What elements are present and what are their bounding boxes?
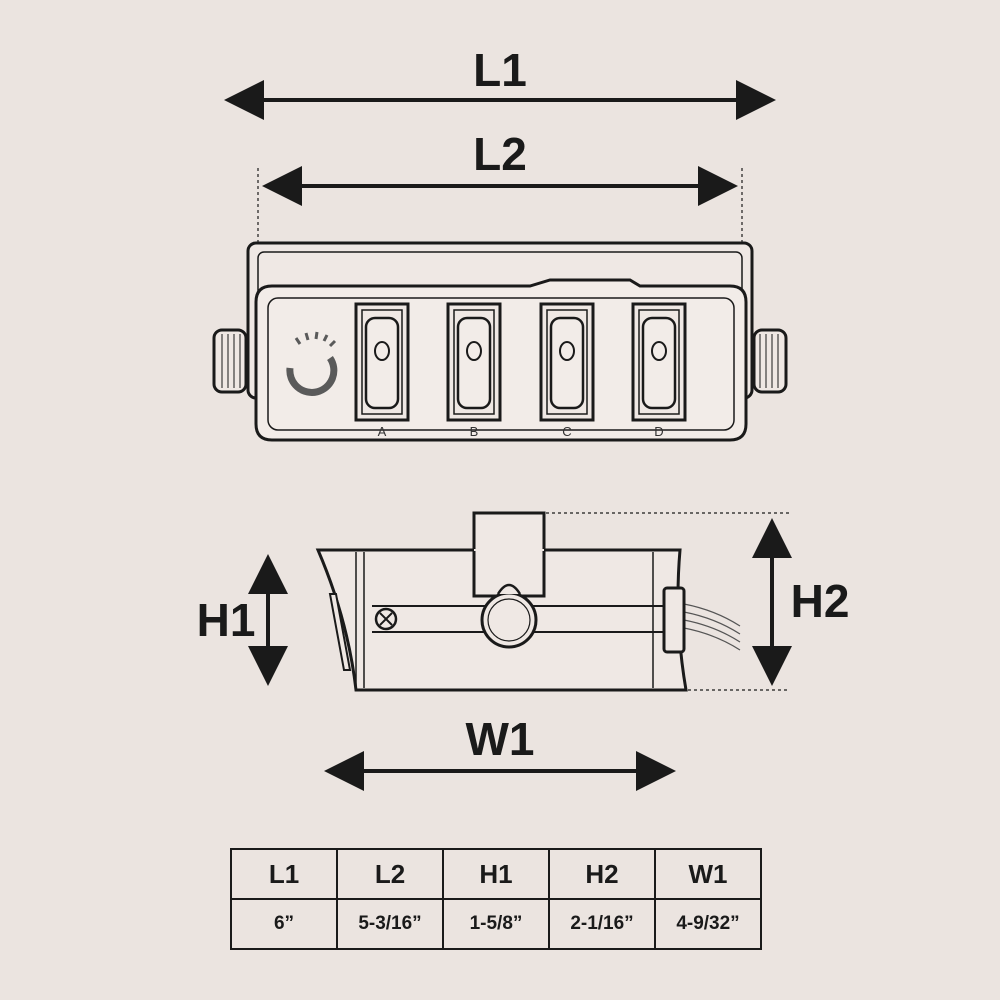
dimension-label-l1: L1 xyxy=(473,44,527,96)
table-header-cell: H1 xyxy=(442,848,550,900)
dimension-label-h1: H1 xyxy=(197,594,256,646)
switch-label-a: A xyxy=(378,424,387,439)
rocker-switch-a[interactable]: A xyxy=(354,302,410,439)
table-header-cell: H2 xyxy=(548,848,656,900)
switch-panel-front-view: A B C D xyxy=(212,241,788,442)
mount-knob-side-icon xyxy=(480,583,538,649)
rocker-switch-b[interactable]: B xyxy=(446,302,502,439)
rocker-switch-d[interactable]: D xyxy=(631,302,687,439)
dimensions-table: L1 L2 H1 H2 W1 6” 5-3/16” 1-5/8” 2-1/16”… xyxy=(230,848,762,950)
table-header-cell: L1 xyxy=(230,848,338,900)
dimension-label-w1: W1 xyxy=(466,713,535,765)
switch-label-d: D xyxy=(654,424,663,439)
dimension-h2: H2 xyxy=(752,518,850,686)
table-cell: 5-3/16” xyxy=(336,898,444,950)
dimension-w1: W1 xyxy=(324,713,676,791)
connector-block xyxy=(662,586,686,654)
table-cell: 2-1/16” xyxy=(548,898,656,950)
table-header-row: L1 L2 H1 H2 W1 xyxy=(230,848,762,900)
switch-label-b: B xyxy=(470,424,479,439)
table-cell: 1-5/8” xyxy=(442,898,550,950)
switch-label-c: C xyxy=(562,424,571,439)
table-header-cell: W1 xyxy=(654,848,762,900)
dimension-l1: L1 xyxy=(224,44,776,120)
dimension-label-h2: H2 xyxy=(791,575,850,627)
switch-indicator-icon xyxy=(651,341,667,361)
mount-knob-right-icon xyxy=(752,328,788,394)
rocker-switch-c[interactable]: C xyxy=(539,302,595,439)
dimension-l2: L2 xyxy=(257,128,743,250)
table-row: 6” 5-3/16” 1-5/8” 2-1/16” 4-9/32” xyxy=(230,898,762,950)
dimension-label-l2: L2 xyxy=(473,128,527,180)
wires-icon xyxy=(683,603,741,651)
mount-knob-left-icon xyxy=(212,328,248,394)
table-header-cell: L2 xyxy=(336,848,444,900)
brand-logo-icon xyxy=(286,331,338,396)
table-cell: 6” xyxy=(230,898,338,950)
switch-indicator-icon xyxy=(466,341,482,361)
screw-icon xyxy=(374,607,398,631)
switch-panel-side-view xyxy=(315,511,790,692)
switch-indicator-icon xyxy=(559,341,575,361)
dimension-h1: H1 xyxy=(197,554,288,686)
switch-indicator-icon xyxy=(374,341,390,361)
side-bracket xyxy=(472,511,546,598)
table-cell: 4-9/32” xyxy=(654,898,762,950)
